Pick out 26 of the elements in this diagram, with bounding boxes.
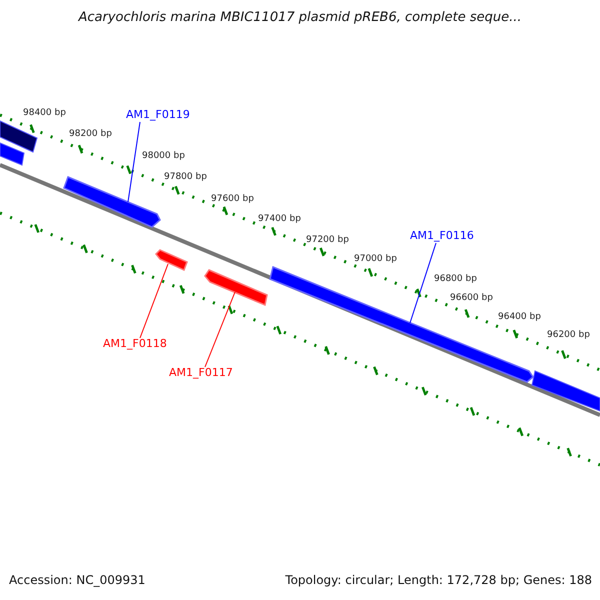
position-label: 98000 bp (142, 151, 185, 162)
position-label: 97000 bp (354, 254, 397, 264)
position-label: 96200 bp (547, 330, 590, 340)
gene-feature (155, 249, 188, 272)
gene-label: AM1_F0117 (169, 367, 233, 380)
leader-line (204, 292, 236, 368)
leader-line (140, 264, 168, 338)
position-label: 96600 bp (450, 293, 493, 304)
gene-feature (204, 269, 268, 306)
gene-label: AM1_F0116 (410, 230, 474, 243)
leader-line (128, 122, 140, 202)
position-label: 96400 bp (498, 312, 541, 322)
position-label: 97600 bp (211, 194, 254, 204)
title: Acaryochloris marina MBIC11017 plasmid pREB6, complete seque... (77, 10, 522, 25)
position-label: 97200 bp (306, 235, 349, 246)
footer-text: Topology: circular; Length: 172,728 bp; Genes: 188 (285, 574, 592, 588)
gene-label: AM1_F0119 (126, 109, 190, 122)
position-label: 97800 bp (164, 172, 207, 182)
position-label: 98400 bp (23, 108, 66, 118)
gene-label: AM1_F0118 (103, 338, 167, 351)
position-label: 98200 bp (69, 129, 112, 140)
leader-line (410, 242, 436, 324)
position-label: 96800 bp (434, 274, 477, 284)
gene-feature (63, 176, 161, 228)
position-label: 97400 bp (258, 214, 301, 224)
footer-text: Accession: NC_009931 (9, 574, 146, 588)
